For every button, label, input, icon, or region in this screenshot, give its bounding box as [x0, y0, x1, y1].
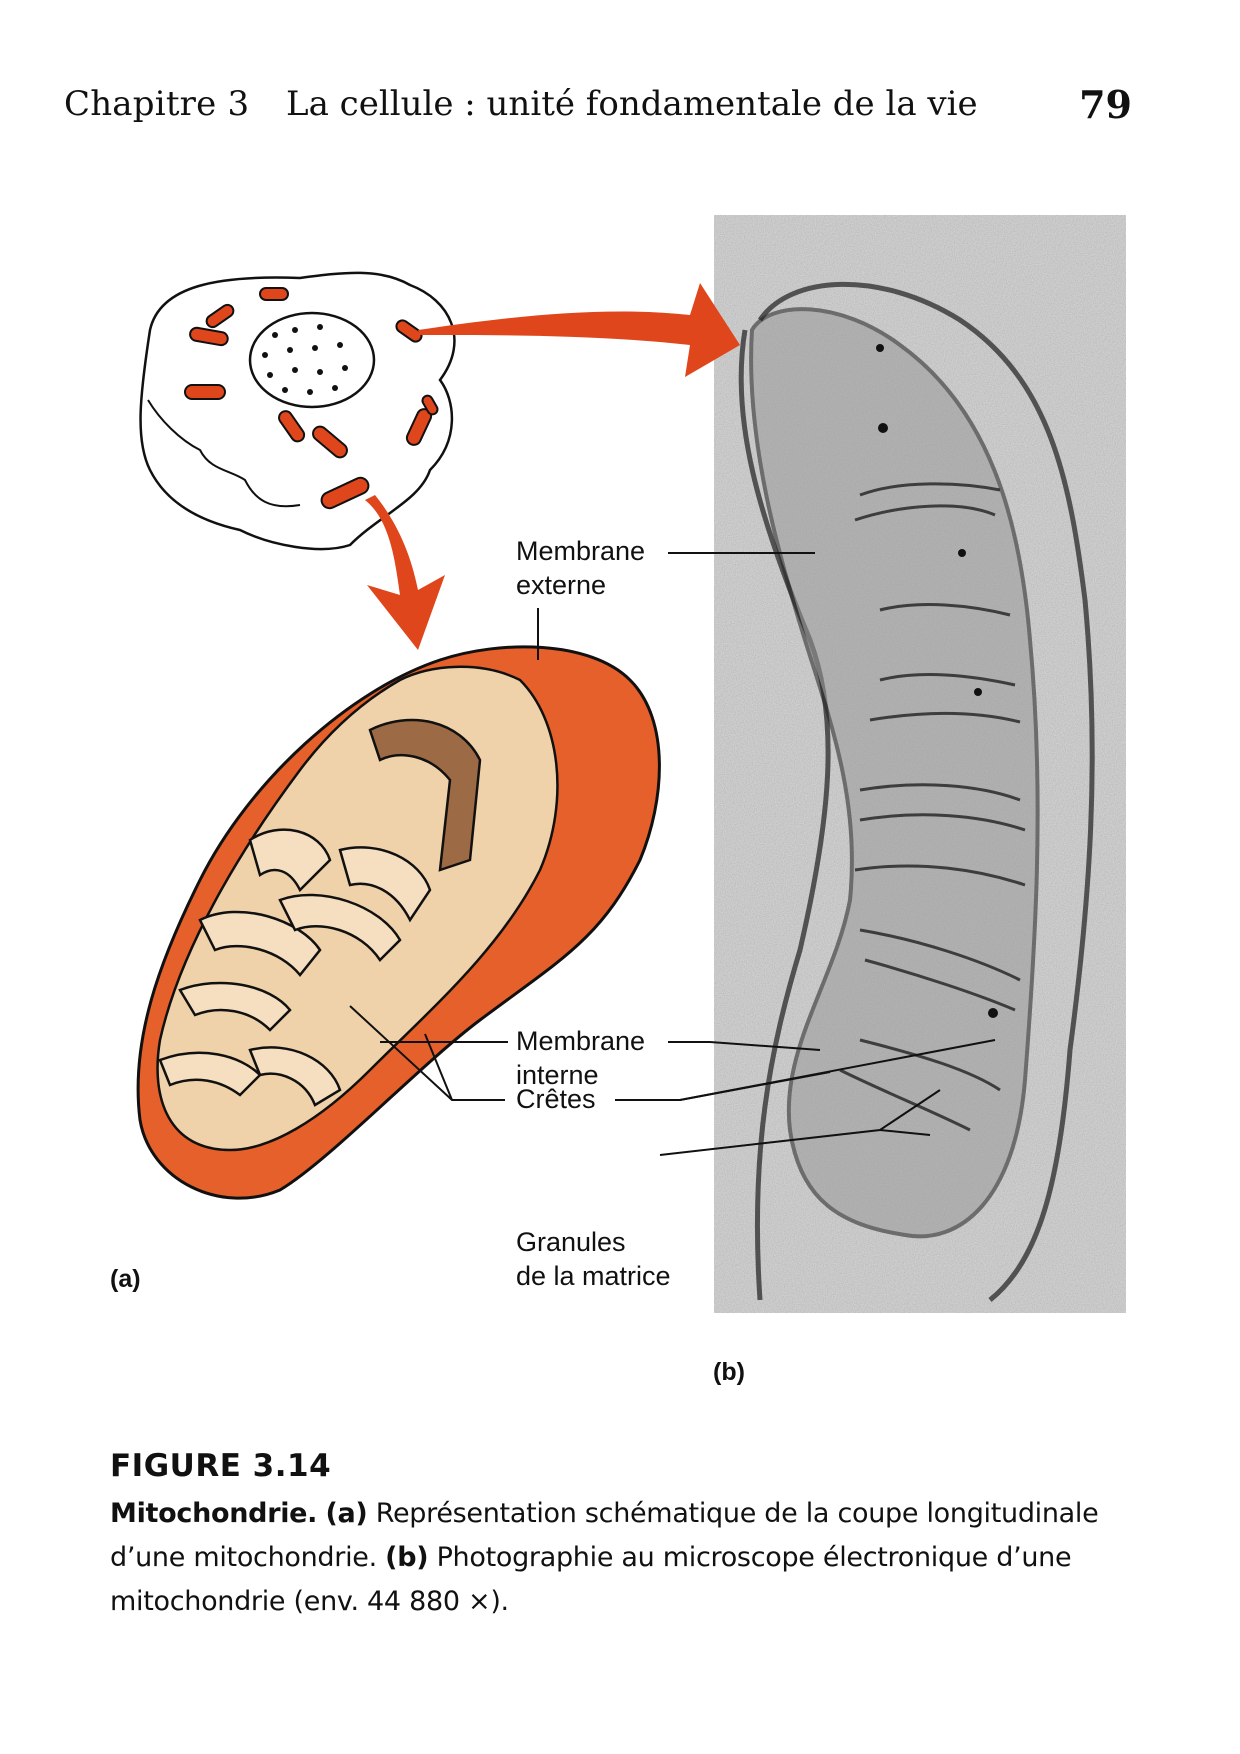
running-header: Chapitre 3 La cellule : unité fondamenta…: [64, 82, 1144, 134]
caption-title: Mitochondrie.: [110, 1498, 318, 1529]
panel-label-b: (b): [713, 1358, 745, 1386]
cristae: [158, 718, 482, 1107]
caption-marker-a: (a): [325, 1498, 368, 1529]
chromatin-dots: [262, 324, 348, 395]
chapter-label: Chapitre 3: [64, 84, 250, 124]
label-membrane-externe: Membrane externe: [516, 534, 645, 602]
label-membrane-interne: Membrane interne: [516, 1024, 645, 1092]
label-granules-matrice: Granules de la matrice: [516, 1225, 671, 1293]
figure-number: FIGURE 3.14: [110, 1448, 332, 1484]
leader-membrane-interne-b: [668, 1041, 821, 1051]
leader-cretes-b2: [679, 1039, 996, 1101]
arrow-to-micrograph: [418, 283, 740, 377]
label-line-1: Granules: [516, 1227, 626, 1257]
leader-granules-branch: [879, 1129, 931, 1136]
page-number: 79: [1079, 82, 1132, 127]
label-line-2: de la matrice: [516, 1261, 671, 1291]
label-line-1: Membrane: [516, 536, 646, 566]
figure-caption: Mitochondrie. (a) Représentation schémat…: [110, 1492, 1130, 1624]
cell-sketch: [139, 271, 456, 551]
cristae-lines: [839, 482, 1026, 1132]
caption-text-a: Représentation schématique de la coupe l…: [110, 1498, 1099, 1573]
mitochondrion-diagram: [136, 645, 661, 1200]
electron-micrograph: [714, 215, 1126, 1313]
chapter-title: La cellule : unité fondamentale de la vi…: [286, 84, 978, 124]
leader-lines: [349, 552, 996, 1156]
panel-label-a: (a): [110, 1265, 141, 1293]
label-line-2: interne: [516, 1060, 599, 1090]
arrow-to-diagram: [365, 495, 445, 650]
label-cretes: Crêtes: [516, 1084, 596, 1114]
caption-marker-b: (b): [385, 1542, 429, 1573]
leader-cretes-a2: [424, 1033, 453, 1101]
label-line-2: externe: [516, 570, 607, 600]
cell-mitochondria: [184, 287, 439, 510]
caption-text-b: Photographie au microscope électronique …: [110, 1542, 1072, 1617]
nucleus: [248, 311, 376, 409]
label-line-1: Membrane: [516, 1026, 646, 1056]
mitochondrion-profile: [749, 307, 1040, 1239]
